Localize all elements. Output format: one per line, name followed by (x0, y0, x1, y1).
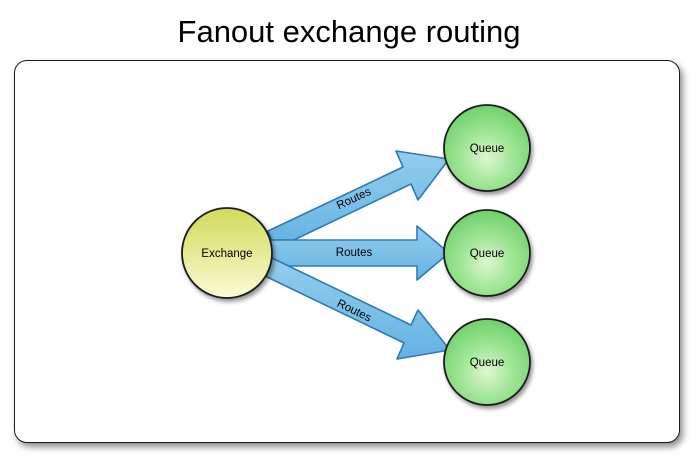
queue-top-label: Queue (470, 143, 505, 155)
queue-top-circle[interactable] (443, 104, 531, 192)
edge-middle-label: Routes (336, 247, 373, 259)
queue-bottom-label: Queue (470, 357, 505, 369)
node-queue-middle[interactable]: Queue (443, 209, 531, 297)
queue-middle-circle[interactable] (443, 209, 531, 297)
edge-middle-label-group: Routes (336, 247, 373, 259)
node-queue-top[interactable]: Queue (443, 104, 531, 192)
edge-top-arrow[interactable] (267, 150, 450, 250)
node-queue-bottom[interactable]: Queue (443, 318, 531, 406)
queue-middle-label: Queue (470, 248, 505, 260)
page-title: Fanout exchange routing (177, 14, 521, 49)
exchange-label: Exchange (201, 248, 252, 260)
queue-bottom-circle[interactable] (443, 318, 531, 406)
edge-middle-arrow[interactable] (268, 225, 450, 281)
edge-bottom-arrow[interactable] (264, 257, 451, 360)
exchange-circle[interactable] (181, 207, 273, 299)
node-exchange[interactable]: Exchange (181, 207, 273, 299)
